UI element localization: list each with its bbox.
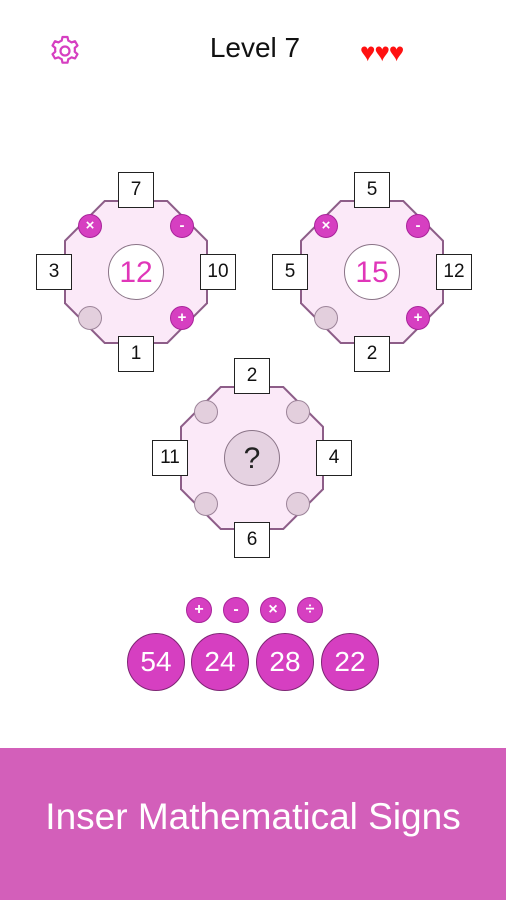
answer-option-1[interactable]: 54	[127, 633, 185, 691]
number-right: 12	[436, 254, 472, 290]
number-left: 5	[272, 254, 308, 290]
number-top: 7	[118, 172, 154, 208]
operator-divide-button[interactable]: ÷	[297, 597, 323, 623]
operator-slot-top-left: ×	[314, 214, 338, 238]
example-puzzle-2: 15 5 2 5 12 × - +	[272, 172, 472, 372]
result-circle: 15	[344, 244, 400, 300]
operator-slot-bottom-left	[78, 306, 102, 330]
number-left: 3	[36, 254, 72, 290]
number-left: 11	[152, 440, 188, 476]
promo-banner: Inser Mathematical Signs	[0, 748, 506, 900]
gear-icon[interactable]	[48, 34, 82, 68]
number-right: 10	[200, 254, 236, 290]
number-bottom: 2	[354, 336, 390, 372]
banner-title: Inser Mathematical Signs	[45, 796, 461, 837]
answer-option-3[interactable]: 28	[256, 633, 314, 691]
number-top: 5	[354, 172, 390, 208]
operator-slot-top-right: -	[170, 214, 194, 238]
result-circle: 12	[108, 244, 164, 300]
example-puzzle-1: 12 7 1 3 10 × - +	[36, 172, 236, 372]
answer-option-2[interactable]: 24	[191, 633, 249, 691]
operator-slot-top-left: ×	[78, 214, 102, 238]
operator-plus-button[interactable]: +	[186, 597, 212, 623]
operator-slot-top-right[interactable]	[286, 400, 310, 424]
number-bottom: 1	[118, 336, 154, 372]
number-right: 4	[316, 440, 352, 476]
number-top: 2	[234, 358, 270, 394]
operator-slot-bottom-right[interactable]	[286, 492, 310, 516]
unknown-result-circle[interactable]: ?	[224, 430, 280, 486]
operator-slot-bottom-left[interactable]	[194, 492, 218, 516]
operator-slot-bottom-right: +	[170, 306, 194, 330]
operator-slot-bottom-right: +	[406, 306, 430, 330]
active-puzzle: ? 2 6 11 4	[152, 358, 352, 558]
level-title: Level 7	[209, 32, 301, 63]
operator-slot-top-left[interactable]	[194, 400, 218, 424]
operator-minus-button[interactable]: -	[223, 597, 249, 623]
answer-option-4[interactable]: 22	[321, 633, 379, 691]
lives-hearts-icon: ♥♥♥	[360, 37, 404, 67]
operator-multiply-button[interactable]: ×	[260, 597, 286, 623]
operator-slot-top-right: -	[406, 214, 430, 238]
operator-slot-bottom-left	[314, 306, 338, 330]
number-bottom: 6	[234, 522, 270, 558]
